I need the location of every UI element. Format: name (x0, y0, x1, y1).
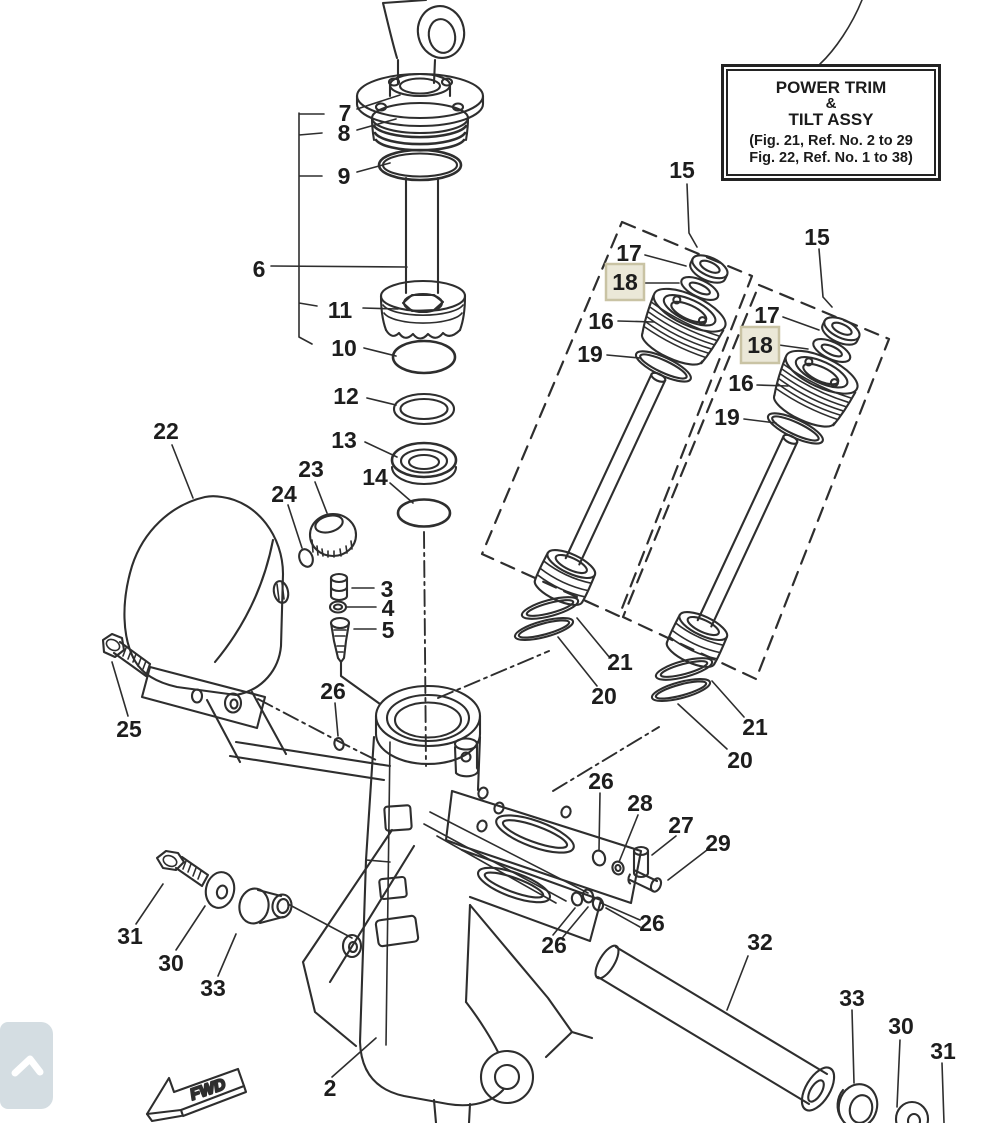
part-label-29: 29 (705, 830, 731, 856)
gear-bushing-23 (308, 512, 358, 558)
part-label-26: 26 (541, 932, 567, 958)
title-line-1: POWER TRIM (775, 77, 887, 97)
part-label-15: 15 (669, 157, 695, 183)
part-label-21: 21 (742, 714, 768, 740)
valve-parts-3-4-5 (328, 572, 382, 706)
small-rings-and-pins (333, 737, 663, 912)
seal-rings-1 (513, 596, 580, 642)
part-label-13: 13 (331, 427, 357, 453)
part-label-25: 25 (116, 716, 142, 742)
part-label-9: 9 (338, 163, 351, 189)
part-label-19: 19 (577, 341, 603, 367)
part-label-31: 31 (930, 1038, 956, 1064)
part-labels-layer: 78 9 6 11 10 12 13 22 23 14 24 345 25 26 15 17 18 16 19 15 1… (116, 100, 956, 1101)
part-label-32: 32 (747, 929, 773, 955)
part-label-8: 8 (338, 120, 351, 146)
fwd-arrow: FWD (145, 1067, 248, 1123)
highlight-box-18[interactable] (604, 262, 646, 302)
part-label-28: 28 (627, 790, 653, 816)
part-label-26: 26 (639, 910, 665, 936)
pivot-shaft-32 (594, 944, 836, 1112)
leader-lines (111, 0, 945, 1123)
title-line-2: & (825, 94, 837, 112)
mount-hardware-left (155, 849, 353, 939)
part-label-16: 16 (588, 308, 614, 334)
seal-rings-2 (650, 657, 714, 703)
part-label-21: 21 (607, 649, 633, 675)
title-box: POWER TRIM & TILT ASSY (Fig. 21, Ref. No… (721, 64, 941, 181)
part-label-14: 14 (362, 464, 388, 490)
detail-box-1 (480, 220, 754, 618)
part-label-26: 26 (320, 678, 346, 704)
part-label-30: 30 (888, 1013, 914, 1039)
part-label-12: 12 (333, 383, 359, 409)
part-label-24: 24 (271, 481, 297, 507)
title-line-4: (Fig. 21, Ref. No. 2 to 29 (749, 132, 913, 149)
part-label-33: 33 (839, 985, 865, 1011)
part-label-22: 22 (153, 418, 179, 444)
part-label-17: 17 (616, 240, 642, 266)
part-label-6: 6 (253, 256, 266, 282)
motor-cover (123, 495, 290, 764)
part-label-27: 27 (668, 812, 694, 838)
part-label-19: 19 (714, 404, 740, 430)
part-label-16: 16 (728, 370, 754, 396)
part-label-3: 3 (381, 576, 394, 602)
part-label-5: 5 (382, 617, 395, 643)
title-line-5: Fig. 22, Ref. No. 1 to 38) (749, 149, 913, 166)
cylinder-body (228, 650, 660, 1123)
highlight-box-18[interactable] (739, 325, 781, 365)
mount-hardware-right (836, 1083, 930, 1123)
part-label-17: 17 (754, 302, 780, 328)
part-label-30: 30 (158, 950, 184, 976)
part-label-15: 15 (804, 224, 830, 250)
part-label-20: 20 (591, 683, 617, 709)
tilt-ram-assembly (355, 0, 485, 767)
o-ring-24 (298, 548, 314, 568)
title-line-3: TILT ASSY (788, 109, 874, 129)
part-label-18[interactable]: 18 (612, 269, 638, 295)
part-label-18[interactable]: 18 (747, 332, 773, 358)
part-label-33: 33 (200, 975, 226, 1001)
part-label-31: 31 (117, 923, 143, 949)
part-label-23: 23 (298, 456, 324, 482)
part-label-26: 26 (588, 768, 614, 794)
part-label-2: 2 (324, 1075, 337, 1101)
title-box-inner: POWER TRIM & TILT ASSY (Fig. 21, Ref. No… (726, 69, 936, 176)
cover-bolt-25 (101, 632, 152, 678)
scroll-up-button[interactable] (0, 1022, 53, 1109)
part-label-7: 7 (339, 100, 352, 126)
part-label-11: 11 (328, 297, 353, 323)
part-label-10: 10 (331, 335, 357, 361)
part-label-4: 4 (382, 595, 395, 621)
chevron-up-icon (11, 1055, 44, 1077)
part-label-20: 20 (727, 747, 753, 773)
